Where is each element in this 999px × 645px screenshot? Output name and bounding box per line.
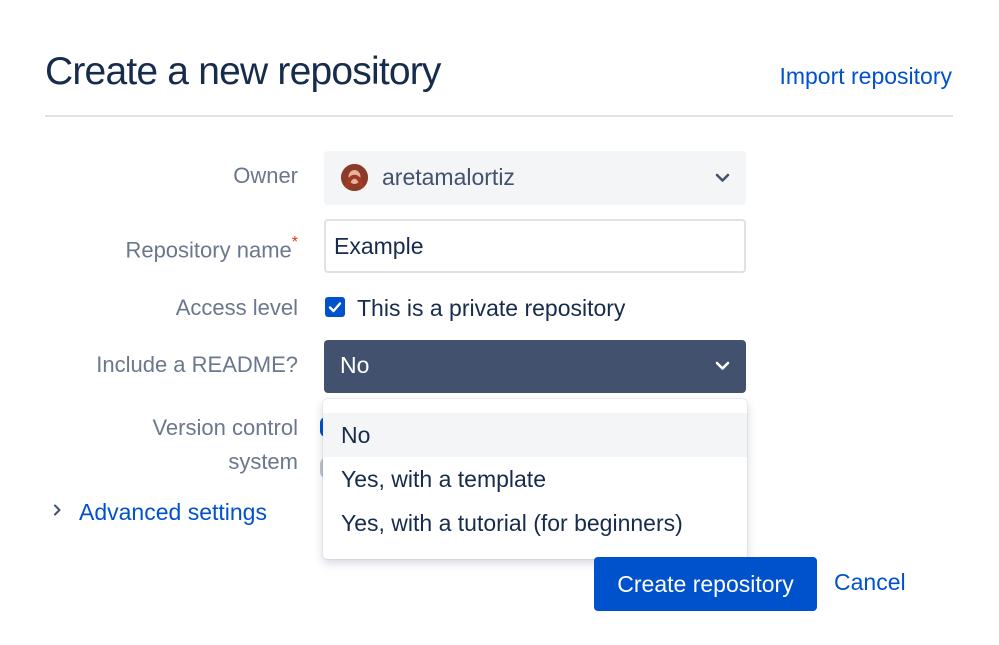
repository-name-label-text: Repository name: [125, 237, 292, 263]
readme-label: Include a README?: [96, 352, 298, 377]
readme-dropdown-menu: No Yes, with a template Yes, with a tuto…: [323, 399, 747, 559]
access-level-label: Access level: [175, 295, 298, 320]
header-divider: [45, 115, 953, 117]
chevron-down-icon: [715, 173, 730, 182]
checkmark-icon: [328, 302, 342, 313]
cancel-link[interactable]: Cancel: [834, 569, 906, 595]
chevron-right-icon[interactable]: [52, 503, 62, 517]
create-repository-button[interactable]: Create repository: [594, 557, 817, 611]
owner-name: aretamalortiz: [382, 164, 515, 190]
owner-select[interactable]: aretamalortiz: [324, 151, 746, 205]
page-title: Create a new repository: [45, 50, 441, 93]
avatar: [341, 164, 368, 191]
owner-label: Owner: [233, 163, 298, 188]
chevron-down-icon: [715, 361, 730, 370]
readme-option-tutorial[interactable]: Yes, with a tutorial (for beginners): [341, 510, 683, 536]
repository-name-input[interactable]: [324, 219, 746, 273]
version-control-label-line2: system: [228, 449, 298, 474]
required-marker: *: [291, 234, 298, 251]
private-repository-checkbox[interactable]: [325, 297, 345, 317]
import-repository-link[interactable]: Import repository: [779, 63, 952, 89]
version-control-label-line1: Version control: [152, 415, 298, 440]
readme-selected-value: No: [340, 352, 370, 378]
readme-select[interactable]: No: [324, 340, 746, 393]
readme-option-no[interactable]: No: [323, 413, 747, 457]
advanced-settings-link[interactable]: Advanced settings: [79, 499, 267, 525]
private-repository-label[interactable]: This is a private repository: [357, 295, 626, 321]
repository-name-label: Repository name*: [125, 228, 298, 267]
readme-option-template[interactable]: Yes, with a template: [341, 466, 546, 492]
